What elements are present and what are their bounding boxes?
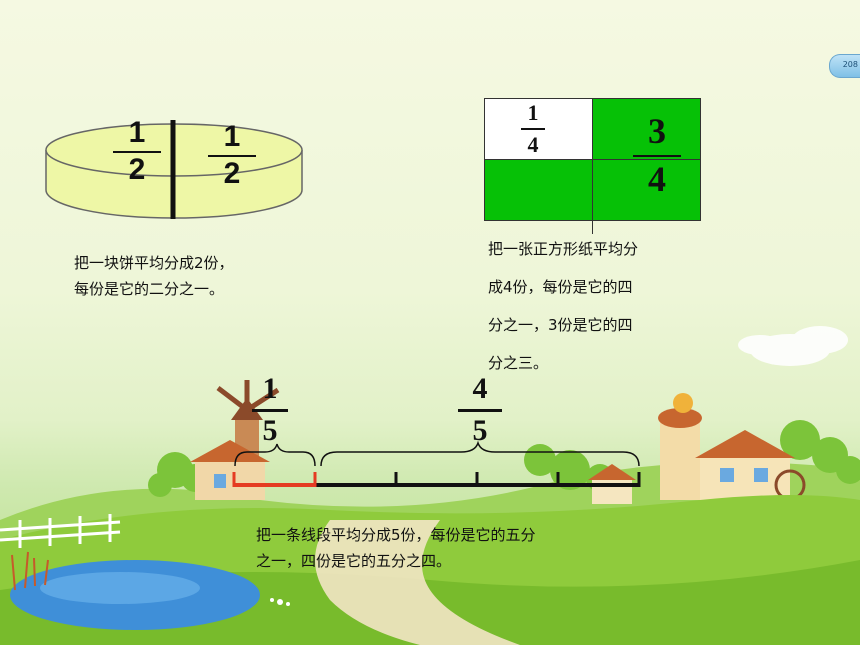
fraction-denominator: 2 (128, 153, 146, 186)
cake-cylinder-figure (45, 120, 303, 219)
four-fifths-brace (320, 440, 640, 467)
fraction-numerator: 3 (648, 111, 666, 151)
fraction-bar (113, 151, 161, 153)
segment-caption: 把一条线段平均分成5份，每份是它的五分 之一，四份是它的五分之四。 (256, 522, 536, 574)
slide-number-text: 208 (842, 60, 858, 69)
fraction-denominator: 4 (648, 159, 666, 199)
fraction-bar (252, 409, 288, 412)
cake-right-fraction: 1 2 (203, 122, 261, 189)
fraction-bar (633, 155, 681, 157)
fraction-numerator: 1 (223, 120, 241, 153)
square-caption: 把一张正方形纸平均分 成4份，每份是它的四 分之一，3份是它的四 分之三。 (488, 230, 638, 382)
square-bottom-left-cell (484, 159, 593, 221)
square-top-right-cell (592, 98, 701, 160)
fraction-numerator: 4 (472, 372, 488, 405)
segment-one-fifth-fraction: 1 5 (248, 374, 292, 446)
slide-number-badge[interactable]: 208 (829, 54, 860, 78)
segment-caption-line: 把一条线段平均分成5份，每份是它的五分 (256, 526, 536, 544)
square-figure (484, 98, 701, 234)
cake-caption-line: 每份是它的二分之一。 (74, 280, 225, 298)
square-divider-line (592, 160, 593, 234)
fraction-denominator: 4 (527, 132, 539, 157)
fraction-denominator: 2 (223, 157, 241, 190)
square-caption-line: 分之一，3份是它的四 (488, 316, 633, 334)
cake-left-fraction: 1 2 (108, 118, 166, 185)
square-caption-line: 成4份，每份是它的四 (488, 278, 633, 296)
fraction-bar (521, 128, 545, 130)
segment-four-fifths-fraction: 4 5 (456, 374, 504, 446)
cake-caption-line: 把一块饼平均分成2份， (74, 254, 234, 272)
fraction-bar (208, 155, 256, 157)
square-quarter-fraction: 1 4 (518, 102, 548, 156)
square-bottom-right-cell (592, 159, 701, 221)
square-three-quarter-fraction: 3 4 (632, 113, 682, 197)
square-caption-line: 把一张正方形纸平均分 (488, 240, 639, 258)
fraction-bar (458, 409, 502, 412)
fraction-denominator: 5 (472, 414, 488, 447)
one-fifth-brace (234, 443, 316, 467)
fraction-numerator: 1 (128, 116, 146, 149)
line-segment-figure (232, 440, 641, 487)
segment-caption-line: 之一，四份是它的五分之四。 (256, 552, 452, 570)
fraction-denominator: 5 (262, 414, 278, 447)
fraction-numerator: 1 (527, 100, 539, 125)
cake-caption: 把一块饼平均分成2份， 每份是它的二分之一。 (74, 250, 234, 302)
square-caption-line: 分之三。 (488, 354, 549, 372)
fraction-numerator: 1 (262, 372, 278, 405)
